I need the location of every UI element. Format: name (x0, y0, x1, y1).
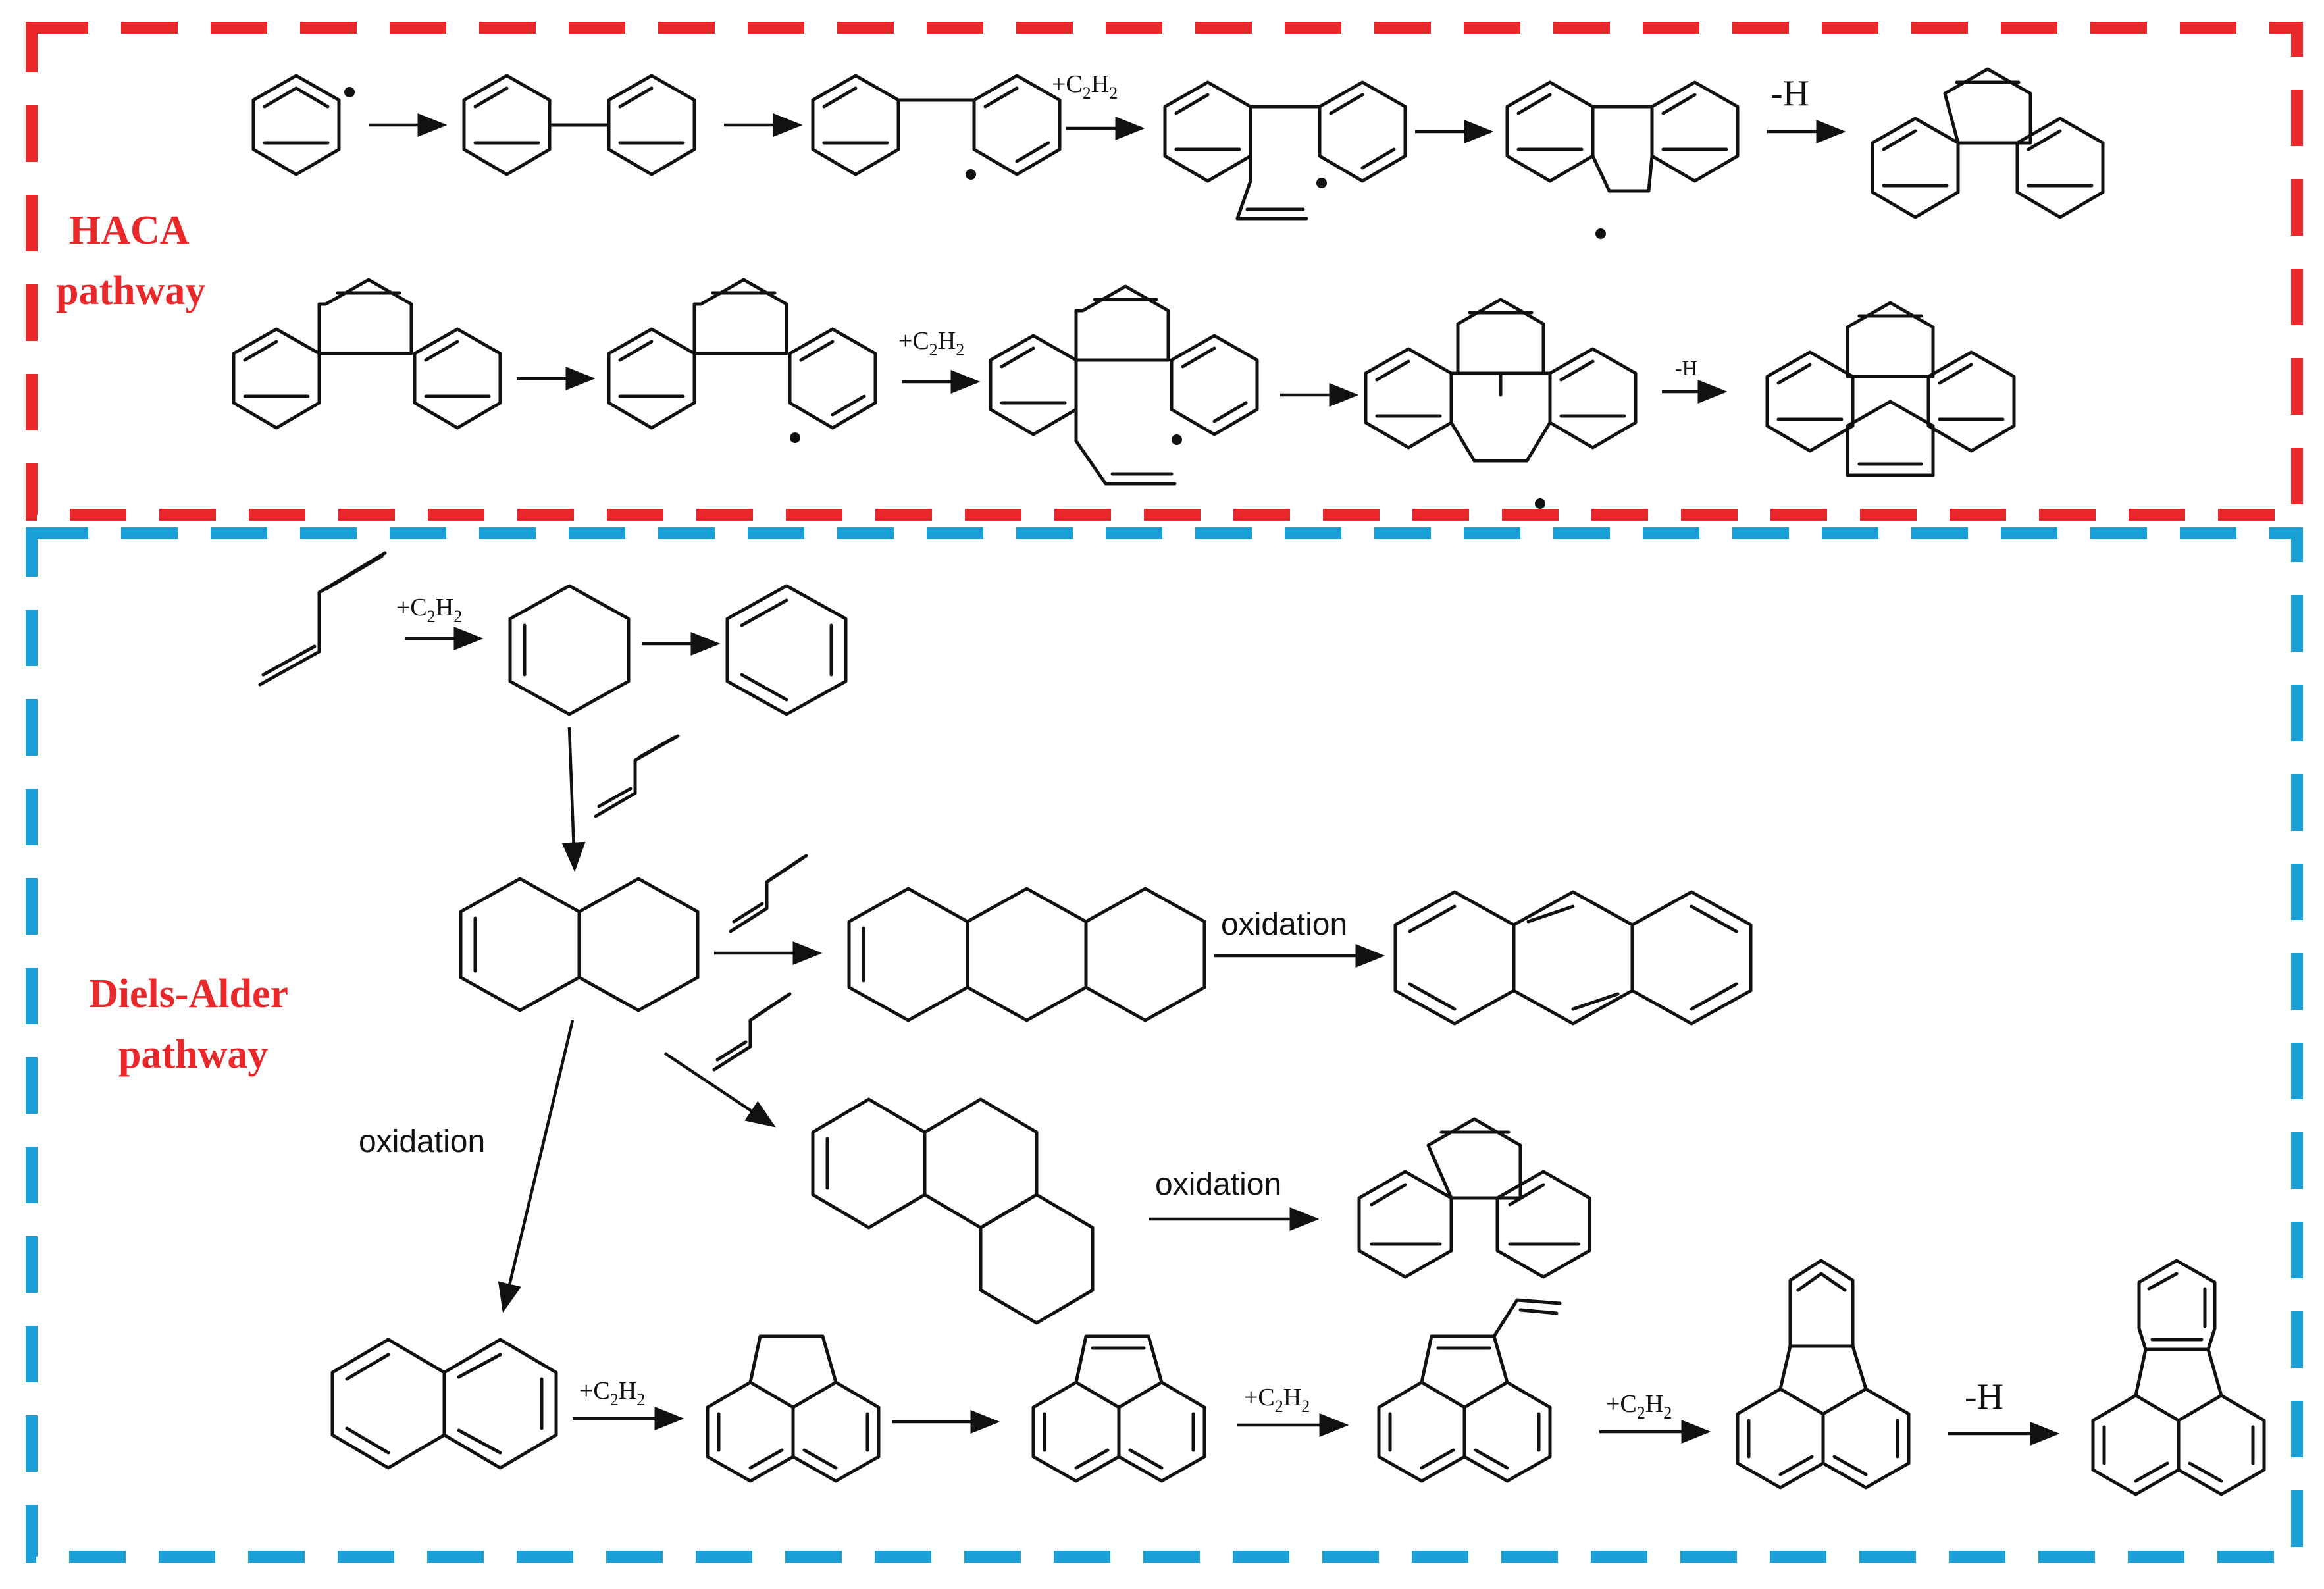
butadiene-1 (258, 551, 387, 687)
anthracene-product (1393, 890, 1753, 1026)
da-oxidation-label-1: oxidation (1221, 907, 1347, 942)
phenyl-radical (251, 74, 355, 176)
haca-title-line1: HACA (69, 208, 190, 253)
octahydronaphthalene (459, 877, 700, 1012)
da-arrow-3 (561, 727, 586, 872)
da-oxidation-label-2: oxidation (1155, 1167, 1281, 1202)
haca-reagent-minus-h-2: -H (1675, 356, 1697, 380)
butadiene-3 (729, 854, 808, 933)
cyclohexene (508, 584, 631, 716)
da-reagent-minus-h: -H (1965, 1376, 2003, 1417)
da-reagent-c2h2-2: +C2H2 (579, 1377, 645, 1409)
haca-title-line2: pathway (56, 269, 205, 313)
fluoranthene-product (2091, 1259, 2266, 1496)
da-oxidation-label-3: oxidation (359, 1124, 485, 1159)
dihydrophenanthrene-radical (1505, 80, 1740, 239)
butadiene-4 (712, 992, 792, 1072)
dihydrofluoranthene (1736, 1259, 1911, 1490)
haca-reagent-c2h2-2: +C2H2 (898, 327, 964, 359)
acenaphthylene (1031, 1334, 1206, 1483)
da-reagent-c2h2-3: +C2H2 (1244, 1384, 1310, 1416)
vinyl-acenaphthylene (1377, 1298, 1562, 1483)
phenanthrene-start (232, 278, 502, 430)
vinyl-phenanthrene-radical (989, 284, 1259, 486)
tricyclic-anthracene-precursor (847, 887, 1206, 1022)
diels-alder-section-border (26, 527, 2303, 1563)
phenanthrene-radical (607, 278, 877, 443)
acenaphthene (706, 1334, 881, 1483)
da-arrow-6 (663, 1052, 776, 1128)
biphenyl (462, 74, 696, 176)
biphenyl-radical (811, 74, 1062, 180)
diels-alder-title-line1: Diels-Alder (89, 972, 288, 1016)
tricyclic-phenanthrene-precursor (811, 1097, 1095, 1325)
haca-section-border (26, 22, 2303, 521)
vinyl-biphenyl-radical (1163, 80, 1407, 221)
haca-reagent-minus-h-1: -H (1770, 73, 1809, 114)
benzene (725, 584, 848, 716)
pyrene-product (1765, 301, 2016, 477)
da-reagent-c2h2-1: +C2H2 (396, 594, 462, 626)
diels-alder-title-line2: pathway (118, 1032, 268, 1077)
da-arrow-8 (498, 1020, 575, 1313)
da-reagent-c2h2-4: +C2H2 (1606, 1390, 1672, 1422)
dihydropyrene-radical (1364, 298, 1638, 509)
haca-reagent-c2h2-1: +C2H2 (1052, 70, 1118, 103)
naphthalene (330, 1338, 558, 1470)
phenanthrene-product (1871, 67, 2105, 219)
phenanthrene-da-product (1357, 1117, 1591, 1279)
butadiene-2 (594, 734, 680, 818)
